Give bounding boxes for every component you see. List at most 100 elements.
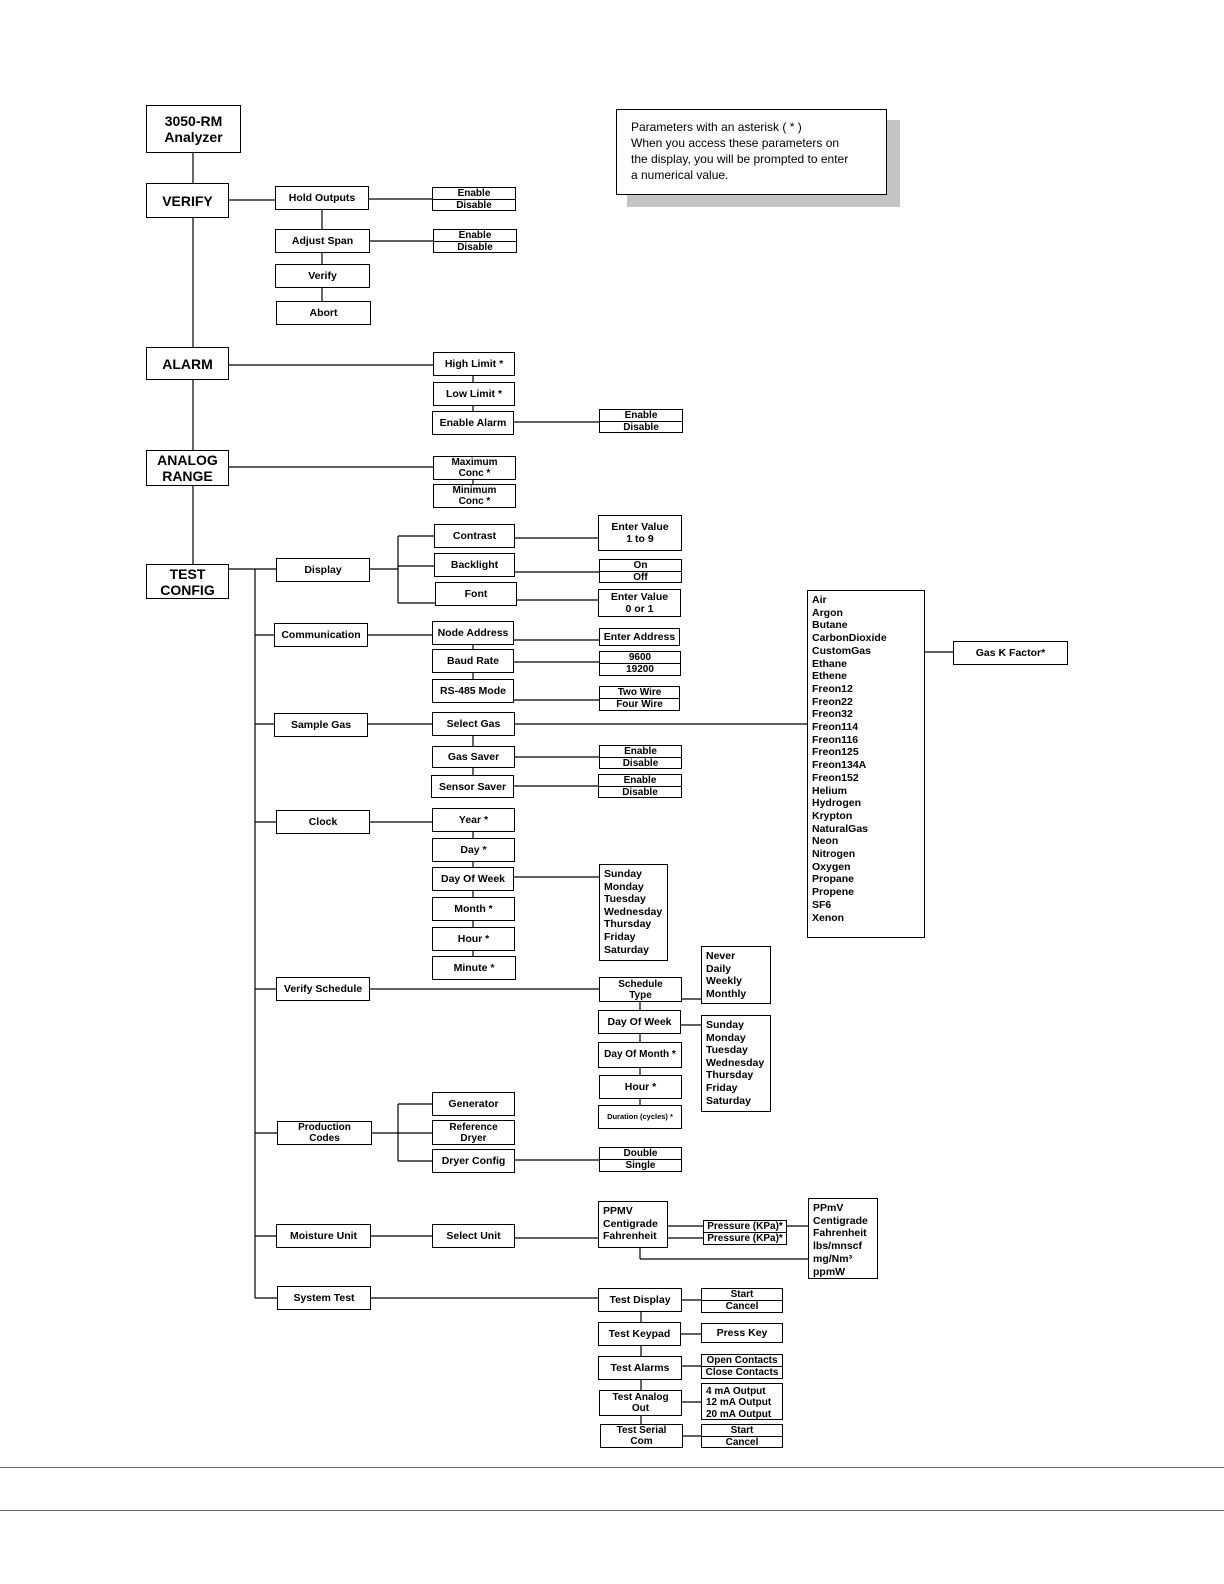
- rs485-options: Two Wire Four Wire: [599, 686, 680, 711]
- minimum-conc: Minimum Conc *: [433, 484, 516, 508]
- option-pressure: Pressure (KPa)*: [707, 1221, 783, 1232]
- section-verify: VERIFY: [146, 183, 229, 218]
- display-node: Display: [276, 558, 370, 582]
- verify-schedule-node: Verify Schedule: [276, 977, 370, 1001]
- contrast: Contrast: [434, 524, 515, 548]
- gas-item: Krypton: [812, 809, 853, 822]
- moisture-unit-node: Moisture Unit: [276, 1224, 371, 1248]
- baud-rate-options: 9600 19200: [599, 651, 681, 676]
- root-analyzer: 3050-RM Analyzer: [146, 105, 241, 153]
- option-disable: Disable: [434, 241, 516, 253]
- maximum-conc: Maximum Conc *: [433, 456, 516, 480]
- gas-item: Argon: [812, 606, 843, 619]
- option-start: Start: [730, 1425, 754, 1436]
- test-serial-options: Start Cancel: [701, 1424, 783, 1448]
- gas-item: Hydrogen: [812, 797, 862, 810]
- test-display-options: Start Cancel: [701, 1288, 783, 1313]
- dryer-config: Dryer Config: [432, 1149, 515, 1173]
- option-off: Off: [600, 571, 681, 583]
- pressure-options: Pressure (KPa)* Pressure (KPa)*: [703, 1220, 787, 1245]
- unit-item: ppmW: [813, 1265, 846, 1278]
- note-line: When you access these parameters on: [631, 136, 840, 150]
- option-double: Double: [623, 1148, 658, 1159]
- option-disable: Disable: [600, 421, 682, 433]
- enable-alarm: Enable Alarm: [432, 411, 514, 435]
- font-value: Enter Value 0 or 1: [598, 589, 681, 617]
- adjust-span: Adjust Span: [275, 229, 370, 253]
- hold-outputs-options: Enable Disable: [432, 187, 516, 211]
- day-item: Sunday: [706, 1019, 744, 1031]
- option-single: Single: [600, 1159, 681, 1171]
- day-item: Saturday: [604, 943, 649, 956]
- gas-item: Propene: [812, 886, 855, 899]
- clock-month: Month *: [432, 897, 515, 921]
- option-disable: Disable: [599, 786, 681, 798]
- system-test-node: System Test: [277, 1286, 371, 1310]
- schedule-type-item: Daily: [706, 962, 732, 975]
- analog-output-item: 12 mA Output: [706, 1397, 772, 1409]
- schedule-hour: Hour *: [599, 1075, 682, 1099]
- press-key: Press Key: [701, 1323, 783, 1343]
- select-gas: Select Gas: [432, 712, 515, 736]
- day-item: Wednesday: [604, 905, 663, 918]
- schedule-type-item: Monthly: [706, 988, 747, 1001]
- unit-item: PPMV: [603, 1205, 633, 1217]
- footer-rule: [0, 1510, 1224, 1511]
- generator: Generator: [432, 1092, 515, 1116]
- gas-saver: Gas Saver: [432, 746, 515, 768]
- enable-alarm-options: Enable Disable: [599, 409, 683, 433]
- day-item: Wednesday: [706, 1056, 765, 1069]
- gas-item: CustomGas: [812, 644, 871, 657]
- day-item: Monday: [604, 880, 644, 893]
- gas-item: Air: [812, 594, 827, 606]
- gas-item: Freon116: [812, 733, 859, 746]
- gas-item: Butane: [812, 619, 848, 632]
- day-item: Saturday: [706, 1094, 751, 1107]
- schedule-day-of-month: Day Of Month *: [598, 1042, 682, 1068]
- day-item: Monday: [706, 1031, 746, 1044]
- clock-year: Year *: [432, 808, 515, 832]
- note-line: a numerical value.: [631, 168, 729, 182]
- unit-item: Fahrenheit: [603, 1230, 657, 1243]
- dryer-config-options: Double Single: [599, 1147, 682, 1172]
- gas-item: Freon22: [812, 695, 853, 708]
- enter-address: Enter Address: [599, 628, 680, 646]
- option-open-contacts: Open Contacts: [706, 1355, 778, 1366]
- baud-rate: Baud Rate: [432, 649, 514, 673]
- option-enable: Enable: [457, 188, 491, 199]
- gas-item: CarbonDioxide: [812, 632, 887, 645]
- asterisk-note: Parameters with an asterisk ( * ) When y…: [616, 109, 887, 195]
- option-9600: 9600: [628, 652, 652, 663]
- test-keypad: Test Keypad: [598, 1322, 681, 1346]
- option-close-contacts: Close Contacts: [702, 1366, 782, 1378]
- note-line: the display, you will be prompted to ent…: [631, 152, 849, 166]
- gas-item: Helium: [812, 784, 848, 797]
- option-disable: Disable: [600, 757, 681, 769]
- option-two-wire: Two Wire: [617, 687, 662, 698]
- option-four-wire: Four Wire: [600, 698, 679, 710]
- sensor-saver: Sensor Saver: [431, 775, 514, 798]
- font: Font: [435, 582, 517, 606]
- gas-item: Neon: [812, 835, 839, 848]
- option-on: On: [633, 560, 648, 571]
- day-item: Thursday: [706, 1069, 754, 1082]
- schedule-type: Schedule Type: [599, 977, 682, 1002]
- sensor-saver-options: Enable Disable: [598, 774, 682, 798]
- option-enable: Enable: [624, 746, 657, 757]
- unit-item: Centigrade: [813, 1214, 868, 1227]
- test-alarms: Test Alarms: [598, 1356, 682, 1380]
- day-item: Friday: [706, 1081, 738, 1094]
- gas-item: Freon32: [812, 708, 853, 721]
- option-enable: Enable: [623, 775, 657, 786]
- unit-item: PPmV: [813, 1202, 844, 1214]
- footer-rule: [0, 1467, 1224, 1468]
- clock-day: Day *: [432, 838, 515, 862]
- test-display: Test Display: [598, 1288, 682, 1312]
- rs485-mode: RS-485 Mode: [432, 679, 514, 703]
- test-alarms-options: Open Contacts Close Contacts: [701, 1354, 783, 1379]
